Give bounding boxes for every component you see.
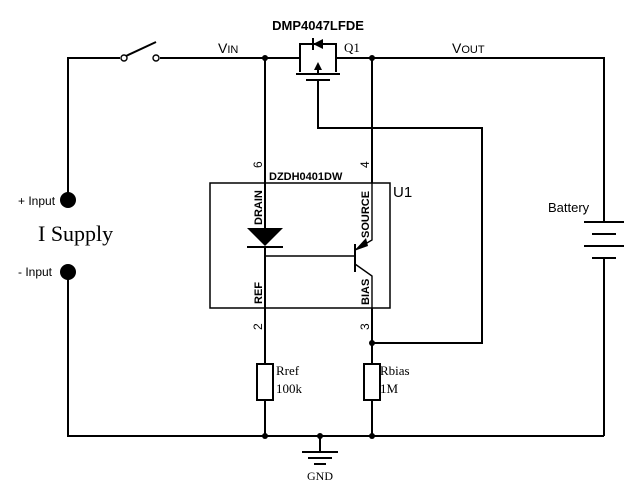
pin-2-label: 2 [251,323,265,330]
drain-label: DRAIN [253,190,265,225]
pin-3-label: 3 [358,323,372,330]
q1-part-number: DMP4047LFDE [272,18,364,33]
bias-label: BIAS [360,279,372,305]
u1-package-box [209,182,391,309]
pin-4-label: 4 [358,161,372,168]
rbias-value: 1M [380,381,399,396]
ref-label: REF [253,282,265,304]
minus-input-label: - Input [18,265,53,279]
wire-ground-rail [67,272,604,437]
u1-designator: U1 [393,184,412,201]
junction-gnd-rref [262,433,268,439]
battery-symbol [584,221,624,259]
wire-vout [336,57,605,222]
rref-resistor [256,363,274,401]
junction-gnd-center [317,433,323,439]
q1-mosfet-symbol [296,38,340,81]
minus-input-terminal [60,264,76,280]
wires [67,57,605,452]
junction-vin [262,55,268,61]
plus-input-label: + Input [18,194,56,208]
q1-designator: Q1 [344,40,360,55]
ground-icon [302,451,338,465]
battery-label: Battery [548,200,590,215]
junctions [262,55,375,439]
rbias-resistor [363,363,381,401]
wire-input-top [67,57,120,200]
junction-vout [369,55,375,61]
junction-gnd-rbias [369,433,375,439]
vout-label: VOUT [452,40,485,56]
junction-bias [369,340,375,346]
u1-internal [247,183,373,308]
source-label: SOURCE [360,191,372,238]
gnd-label: GND [307,469,333,481]
vin-label: VIN [218,40,238,56]
pin-6-label: 6 [251,161,265,168]
rref-name: Rref [276,363,300,378]
plus-input-terminal [60,192,76,208]
rbias-name: Rbias [380,363,410,378]
switch-symbol [120,41,160,62]
u1-part-number: DZDH0401DW [269,171,343,183]
zener-diode-triangle [247,228,283,246]
rref-value: 100k [276,381,303,396]
wire-gate-loop [317,80,483,344]
i-supply-label: I Supply [38,221,113,246]
